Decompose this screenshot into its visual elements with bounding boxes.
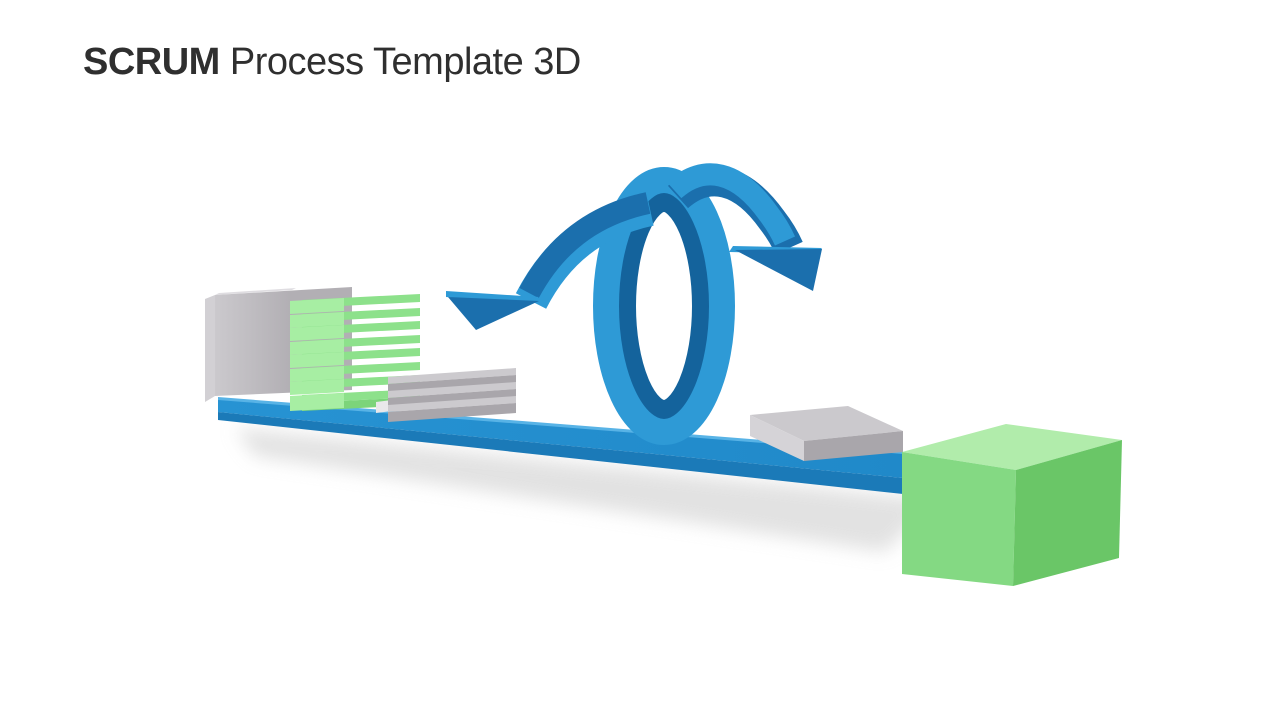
green-plate <box>290 308 420 328</box>
increment-box-front-face <box>804 431 903 461</box>
green-plate <box>290 335 420 355</box>
gray-plate-top <box>388 368 516 384</box>
iteration-jump-arrow <box>666 163 822 291</box>
green-plate <box>290 348 420 368</box>
green-plate <box>290 321 420 341</box>
return-arc-dark-face <box>519 192 651 299</box>
gray-plate-top <box>388 396 516 412</box>
floor-shadow <box>235 428 935 552</box>
increment-box-left-face <box>750 415 804 461</box>
green-plate-front <box>290 379 344 395</box>
floor-shadow-shape <box>235 428 935 552</box>
sprint-loop-outer-face <box>593 167 735 445</box>
jump-arc-bright-edge <box>666 163 796 246</box>
slide-title-rest: Process Template 3D <box>219 41 581 83</box>
sprint-loop-arrow <box>446 167 735 445</box>
sprint-backlog-stack-gray <box>376 368 516 422</box>
jump-arrowhead <box>735 249 822 291</box>
green-plate-front <box>290 325 344 341</box>
release-cube-green <box>902 424 1122 586</box>
slide-title-emphasis: SCRUM <box>83 41 220 83</box>
product-backlog-box-left-face <box>205 295 215 402</box>
backlog-items-stack-green <box>290 294 420 411</box>
slide-title: SCRUM Process Template 3D <box>83 41 581 84</box>
gray-plate <box>388 396 516 422</box>
gray-plate-front <box>388 403 516 422</box>
green-plate-front <box>290 298 344 314</box>
green-plate <box>290 362 420 382</box>
return-arrowhead <box>448 297 539 330</box>
green-plate-front <box>290 393 344 411</box>
increment-box-gray <box>750 406 903 461</box>
green-plate-front <box>290 366 344 382</box>
release-cube-front-face <box>902 452 1016 586</box>
green-plate-front <box>290 352 344 368</box>
green-plate <box>290 294 420 314</box>
green-plate-front <box>290 312 344 328</box>
increment-box-top-face <box>750 406 903 441</box>
gray-plate-top <box>388 382 516 398</box>
release-cube-top-face <box>902 424 1122 470</box>
product-backlog-box-top-face <box>215 288 296 295</box>
timeline-ramp-front-face <box>218 412 903 494</box>
green-plate-front <box>290 339 344 355</box>
release-cube-right-face <box>1013 440 1122 586</box>
